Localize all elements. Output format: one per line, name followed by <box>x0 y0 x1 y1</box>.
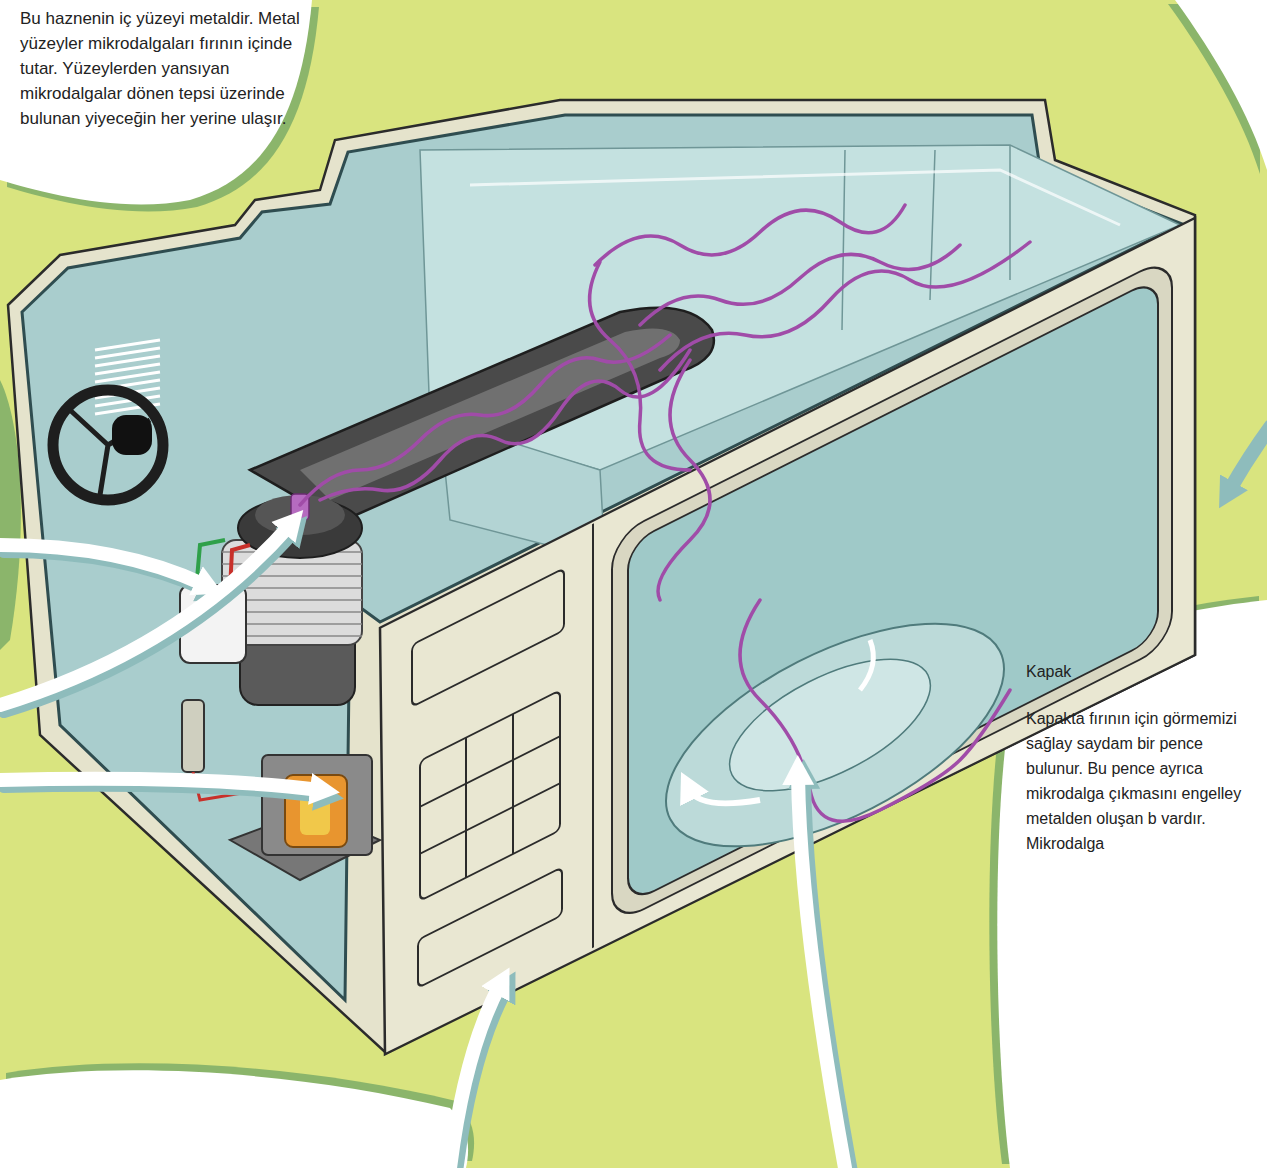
microwaves <box>300 205 1030 821</box>
callout-text: Bu haznenin iç yüzeyi metaldir. Metal yü… <box>20 6 302 131</box>
fan-motor <box>112 415 152 455</box>
microwave <box>300 335 670 505</box>
callout-bubble: Bu haznenin iç yüzeyi metaldir. Metal yü… <box>20 6 302 131</box>
keypad <box>420 690 560 900</box>
pointer-arrows <box>0 426 1267 1168</box>
callout-bubble <box>0 0 312 205</box>
display <box>412 568 564 706</box>
callout-heading: Kapak <box>1026 660 1258 684</box>
rotation-arrow <box>860 640 873 690</box>
microwave <box>740 600 1010 821</box>
microwave <box>660 242 1030 370</box>
arrow-shadow <box>1229 426 1267 491</box>
food-dish <box>710 632 950 817</box>
front-face <box>380 218 1195 1065</box>
cavity-highlight <box>470 170 1120 225</box>
callout-bubble <box>0 1070 468 1168</box>
microwave <box>640 245 960 325</box>
callout-bubble: KapakKapakta fırının için görmemizi sağl… <box>1026 660 1258 856</box>
door-edge <box>592 524 594 948</box>
waveguide <box>250 308 714 522</box>
cooling-fan <box>53 340 163 500</box>
turntable-plate <box>633 578 1037 892</box>
waveguide-body <box>250 308 714 522</box>
diode <box>182 700 204 772</box>
front-panel <box>380 218 1195 1065</box>
microwave <box>658 360 710 600</box>
pointer-arrow <box>0 545 205 585</box>
start-button <box>418 867 562 987</box>
pointer-arrow <box>0 779 320 790</box>
pointer-arrow <box>0 525 290 705</box>
keypad-grid <box>420 690 560 900</box>
turntable <box>633 578 1037 892</box>
pointer-arrow <box>798 775 845 1168</box>
rotation-arrow <box>690 790 760 803</box>
transformer <box>262 755 372 855</box>
fan-ring <box>53 390 163 500</box>
corner-bubble <box>1175 0 1267 170</box>
pointer-arrow <box>450 985 500 1168</box>
callout-text: Kapakta fırının için görmemizi sağlay sa… <box>1026 706 1258 856</box>
